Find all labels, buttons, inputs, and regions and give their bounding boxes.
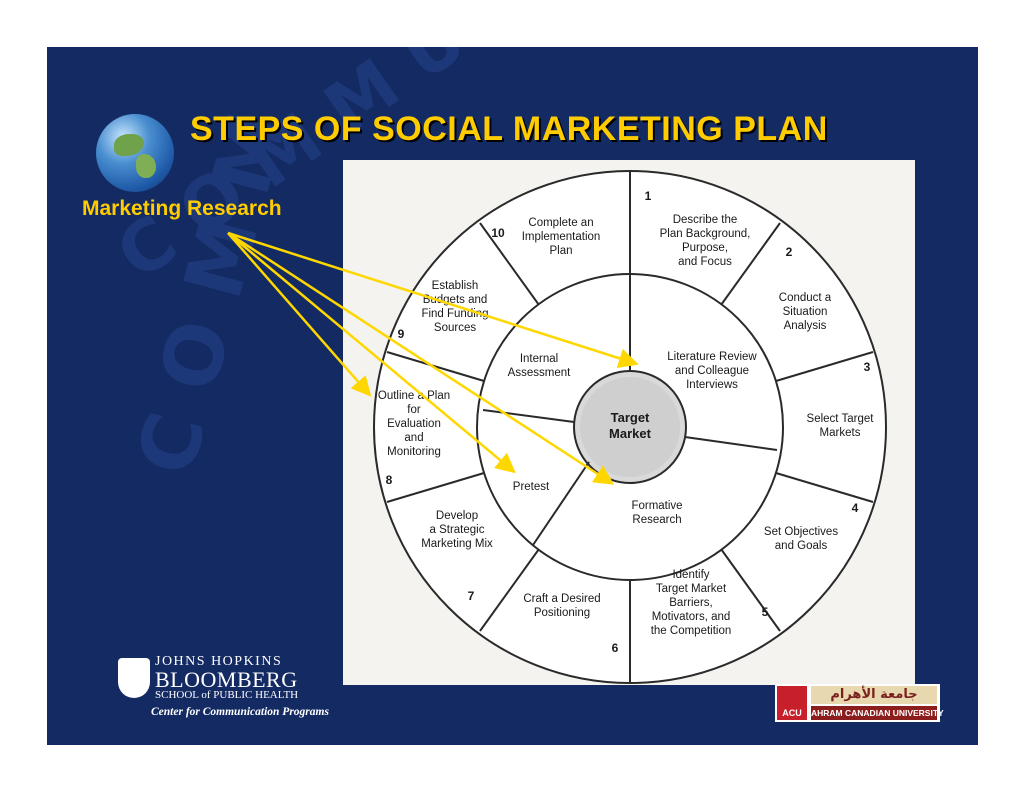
cycle-diagram: Target Market Internal Assessment Litera… — [373, 170, 887, 684]
step-label: Outline a Plan — [378, 390, 450, 402]
logo-text: JOHNS HOPKINS — [155, 654, 283, 669]
step-number: 3 — [864, 360, 871, 374]
step-label: Situation — [783, 306, 828, 318]
center-label: Market — [609, 426, 652, 441]
step-label: Marketing Mix — [421, 538, 493, 550]
arrow-to-evaluation — [227, 232, 372, 397]
step-label: Budgets and — [423, 294, 488, 306]
step-label: Motivators, and — [652, 611, 731, 623]
logo-text: AHRAM CANADIAN UNIVERSITY — [811, 706, 944, 720]
step-number: 2 — [786, 245, 793, 259]
step-label: Positioning — [534, 607, 590, 619]
inner-label-literature-review: and Colleague — [675, 365, 749, 377]
center-label: Target — [611, 410, 650, 425]
step-label: Target Market — [656, 583, 727, 595]
step-label: Conduct a — [779, 292, 832, 304]
step-number: 1 — [645, 189, 652, 203]
step-label: Purpose, — [682, 242, 728, 254]
step-label: for — [407, 404, 421, 416]
diagram-panel: Target Market Internal Assessment Litera… — [343, 160, 915, 685]
step-label: Identify — [672, 569, 709, 581]
step-number: 8 — [386, 473, 393, 487]
logo-text: Center for Communication Programs — [151, 706, 329, 718]
marketing-research-label: Marketing Research — [82, 197, 282, 220]
step-label: Develop — [436, 510, 478, 522]
inner-label-internal-assessment: Assessment — [508, 367, 571, 379]
step-label: Set Objectives — [764, 526, 838, 538]
inner-dividers — [482, 274, 778, 546]
logo-text: BLOOMBERG — [155, 667, 298, 692]
step-label: Analysis — [784, 320, 827, 332]
step-label: and Goals — [775, 540, 828, 552]
step-label: Markets — [820, 427, 861, 439]
step-number: 7 — [468, 589, 475, 603]
logo-text: جامعة الأهرام الكندية — [811, 686, 937, 720]
inner-label-literature-review: Literature Review — [667, 351, 757, 363]
step-number: 4 — [852, 501, 859, 515]
inner-label-pretest: Pretest — [513, 481, 550, 493]
step-label: Monitoring — [387, 446, 441, 458]
maple-leaf-icon: ACU — [777, 686, 807, 720]
jhu-bloomberg-logo: JOHNS HOPKINS BLOOMBERG SCHOOL of PUBLIC… — [115, 652, 355, 722]
logo-text: SCHOOL of PUBLIC HEALTH — [155, 689, 299, 701]
step-label: Establish — [432, 280, 479, 292]
step-label: Select Target — [807, 413, 875, 425]
inner-label-formative-research: Research — [632, 514, 681, 526]
slide-title: STEPS OF SOCIAL MARKETING PLAN — [190, 110, 828, 148]
step-label: Plan Background, — [660, 228, 751, 240]
inner-label-literature-review: Interviews — [686, 379, 738, 391]
acu-logo: ACU جامعة الأهرام الكندية AHRAM CANADIAN… — [775, 684, 944, 722]
step-number: 5 — [762, 605, 769, 619]
step-label: a Strategic — [430, 524, 485, 536]
step-label: Barriers, — [669, 597, 712, 609]
step-label: Complete an — [528, 217, 593, 229]
logo-text: ACU — [782, 708, 802, 718]
shield-icon — [118, 658, 150, 698]
arrow-to-literature-review — [227, 231, 639, 368]
step-label: Evaluation — [387, 418, 441, 430]
step-label: Describe the — [673, 214, 738, 226]
step-number: 6 — [612, 641, 619, 655]
step-number: 10 — [491, 226, 505, 240]
globe-icon — [96, 114, 174, 192]
step-label: Plan — [549, 245, 572, 257]
inner-label-internal-assessment: Internal — [520, 353, 558, 365]
arrow-to-pretest — [227, 232, 516, 474]
step-number: 9 — [398, 327, 405, 341]
step-label: Sources — [434, 322, 476, 334]
step-label: Implementation — [522, 231, 601, 243]
step-label: and — [404, 432, 423, 444]
outer-dividers — [386, 171, 874, 683]
step-label: and Focus — [678, 256, 732, 268]
inner-label-formative-research: Formative — [631, 500, 682, 512]
arrow-to-formative-research — [227, 231, 615, 485]
step-label: Craft a Desired — [523, 593, 600, 605]
step-label: the Competition — [651, 625, 732, 637]
